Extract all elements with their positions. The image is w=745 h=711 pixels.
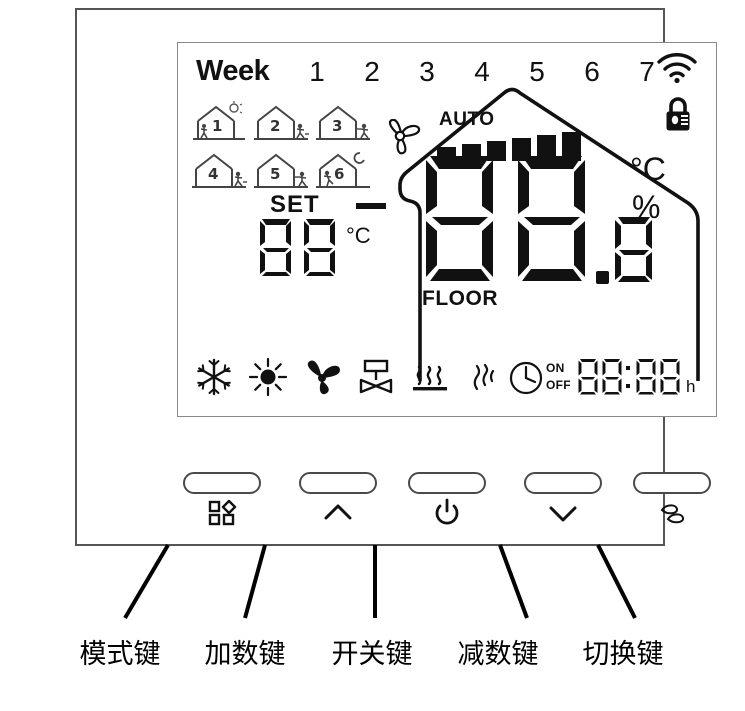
down-button[interactable] <box>524 472 602 494</box>
week-day-3[interactable]: 3 <box>419 56 435 87</box>
auto-label: AUTO <box>439 109 495 130</box>
mode-button[interactable] <box>183 472 261 494</box>
power-button[interactable] <box>408 472 486 494</box>
program-period-1-icon[interactable]: 1 <box>190 101 248 145</box>
status-icon-row: ON OFF <box>194 355 706 401</box>
main-value-digits <box>426 156 585 281</box>
program-period-4-icon[interactable]: 4 <box>190 149 248 193</box>
program-period-5-icon[interactable]: 5 <box>252 149 310 193</box>
steam-icon <box>473 363 495 391</box>
decimal-point <box>596 271 609 284</box>
caption-row: 模式键 加数键 开关键 减数键 切换键 <box>0 632 745 678</box>
fan-level-bar-6 <box>562 132 581 161</box>
caption-mode-button: 模式键 <box>79 639 161 670</box>
leader-line-up <box>243 544 267 619</box>
week-day-7[interactable]: 7 <box>639 56 655 87</box>
caption-up-button: 加数键 <box>204 639 286 670</box>
clock-icon <box>509 361 543 395</box>
thermostat-device-frame: Week 1 2 3 4 5 6 7 <box>75 8 717 546</box>
timer-on-label: ON <box>546 361 565 375</box>
lock-icon <box>666 97 690 131</box>
humidity-unit-label: % <box>632 189 661 225</box>
week-label: Week <box>196 55 270 87</box>
sun-icon <box>248 357 288 397</box>
fan-icon <box>388 119 421 155</box>
floor-heating-icon <box>413 365 447 391</box>
program-period-2-number: 2 <box>270 117 280 135</box>
timer-off-label: OFF <box>546 378 571 392</box>
leader-line-toggle <box>596 544 637 619</box>
snowflake-icon <box>197 358 231 396</box>
week-day-6[interactable]: 6 <box>584 56 600 87</box>
timer-hour-unit: h <box>686 377 696 396</box>
toggle-button[interactable] <box>633 472 711 494</box>
power-icon[interactable] <box>427 498 467 528</box>
set-minus-sign <box>356 203 386 209</box>
fan-speed-block: AUTO <box>383 109 643 161</box>
program-period-3-number: 3 <box>332 117 342 135</box>
program-period-4-number: 4 <box>208 165 218 183</box>
leaf-toggle-icon[interactable] <box>652 498 692 528</box>
fan-level-bar-4 <box>512 138 531 161</box>
wifi-icon <box>657 53 697 83</box>
leader-line-down <box>498 544 529 619</box>
lcd-display-panel: Week 1 2 3 4 5 6 7 <box>177 42 717 417</box>
fan-level-bar-5 <box>537 135 556 161</box>
program-period-3-icon[interactable]: 3 <box>314 101 372 145</box>
up-button[interactable] <box>299 472 377 494</box>
set-unit-label: °C <box>346 223 371 248</box>
week-day-1[interactable]: 1 <box>309 56 325 87</box>
floor-sensor-label: FLOOR <box>422 287 498 310</box>
week-day-5[interactable]: 5 <box>529 56 545 87</box>
timer-value-digits <box>578 359 680 395</box>
program-period-5-number: 5 <box>270 165 280 183</box>
set-temperature-block: SET <box>238 191 398 291</box>
timer-onoff-labels: ON OFF <box>546 360 574 396</box>
program-period-6-number: 6 <box>334 165 344 183</box>
mode-grid-icon[interactable] <box>202 498 242 528</box>
caption-down-button: 减数键 <box>457 639 539 670</box>
leader-line-mode <box>123 543 170 620</box>
program-period-6-icon[interactable]: 6 <box>314 149 372 193</box>
valve-icon <box>359 359 393 394</box>
caption-power-button: 开关键 <box>331 639 413 670</box>
main-readout-block: °C % FLOOR <box>418 151 688 310</box>
week-row: Week 1 2 3 4 5 6 7 <box>196 53 696 95</box>
fan-level-bar-3 <box>487 141 506 161</box>
program-period-2-icon[interactable]: 2 <box>252 101 310 145</box>
week-day-2[interactable]: 2 <box>364 56 380 87</box>
set-label: SET <box>270 191 320 218</box>
chevron-down-icon[interactable] <box>543 498 583 528</box>
program-period-1-number: 1 <box>212 117 222 135</box>
main-decimal-digit <box>615 217 652 282</box>
fan-status-icon <box>307 360 340 395</box>
chevron-up-icon[interactable] <box>318 498 358 528</box>
set-value-digits <box>260 219 335 276</box>
temperature-unit-label: °C <box>630 151 666 187</box>
touch-button-row <box>177 472 717 542</box>
caption-toggle-button: 切换键 <box>582 639 664 670</box>
week-day-4[interactable]: 4 <box>474 56 490 87</box>
